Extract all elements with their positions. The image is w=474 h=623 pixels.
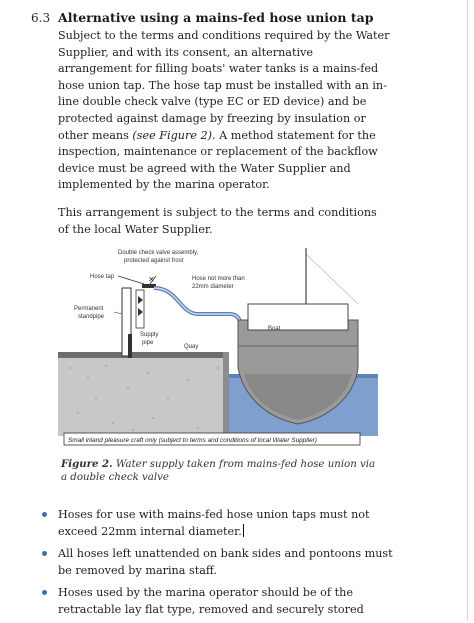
section-number: 6.3	[31, 11, 51, 25]
check-valve-2	[138, 308, 143, 316]
valve-leader	[149, 275, 157, 285]
supply-pipe	[128, 334, 132, 358]
list-item-text: All hoses left unattended on bank sides …	[58, 547, 393, 577]
label-valve: Double check valve assembly,	[118, 250, 199, 256]
list-item: Hoses used by the marina operator should…	[40, 584, 400, 618]
boat-hull-underwater	[244, 374, 352, 420]
label-supply-2: pipe	[142, 340, 154, 346]
label-hose-diameter: Hose not more than	[192, 276, 245, 282]
list-item-text: Hoses for use with mains-fed hose union …	[58, 508, 370, 538]
check-valve-1	[138, 296, 143, 304]
list-item-text: Hoses used by the marina operator should…	[58, 586, 364, 616]
page-edge	[467, 0, 468, 621]
label-standpipe-2: standpipe	[78, 314, 105, 320]
hose-tap	[142, 284, 156, 288]
stay	[305, 253, 359, 305]
label-hose-diameter-2: 22mm diameter	[192, 284, 234, 290]
quay-edge	[58, 352, 228, 358]
figure-footer-text: Small inland pleasure craft only (subjec…	[68, 437, 317, 444]
bullet-dot	[42, 551, 47, 556]
valve-box	[135, 289, 145, 329]
label-hose-tap: Hose tap	[90, 274, 115, 280]
quay-wall	[223, 352, 229, 436]
bullet-dot	[42, 590, 47, 595]
figure-caption-label: Figure 2.	[61, 458, 113, 470]
figure-caption: Figure 2. Water supply taken from mains-…	[61, 458, 381, 484]
paragraph-main-text-2: . A method statement for the inspection,…	[58, 128, 378, 192]
figure-2-diagram: ✕ Double check valve assembly, protected…	[58, 248, 378, 454]
boat-cabin	[247, 303, 349, 331]
hose-tap-leader	[117, 275, 145, 285]
bullet-dot	[42, 512, 47, 517]
text-cursor	[242, 524, 244, 537]
list-item: Hoses for use with mains-fed hose union …	[40, 506, 400, 540]
label-quay: Quay	[184, 344, 198, 350]
figure-2: ✕ Double check valve assembly, protected…	[58, 248, 378, 454]
label-boat: Boat	[268, 326, 281, 332]
standpipe-leader	[113, 311, 123, 315]
quay-ground	[58, 356, 228, 436]
figure-caption-text: Water supply taken from mains-fed hose u…	[61, 459, 376, 483]
label-valve-2: protected against frost	[124, 258, 184, 264]
paragraph-terms: This arrangement is subject to the terms…	[58, 206, 377, 236]
standpipe	[121, 287, 132, 357]
quay-stipple	[69, 365, 219, 431]
paragraph-main: Subject to the terms and conditions requ…	[58, 28, 390, 194]
paragraph-main-text-1: Subject to the terms and conditions requ…	[58, 29, 390, 142]
figure-footer-box	[63, 432, 361, 446]
figure-reference: (see Figure 2)	[132, 128, 212, 142]
list-item: All hoses left unattended on bank sides …	[40, 545, 400, 579]
section-title: Alternative using a mains-fed hose union…	[58, 10, 374, 25]
tap-cross: ✕	[148, 275, 155, 284]
label-standpipe: Permanent	[74, 306, 104, 312]
bullet-list: Hoses for use with mains-fed hose union …	[40, 506, 400, 623]
label-supply: Supply	[140, 332, 158, 338]
